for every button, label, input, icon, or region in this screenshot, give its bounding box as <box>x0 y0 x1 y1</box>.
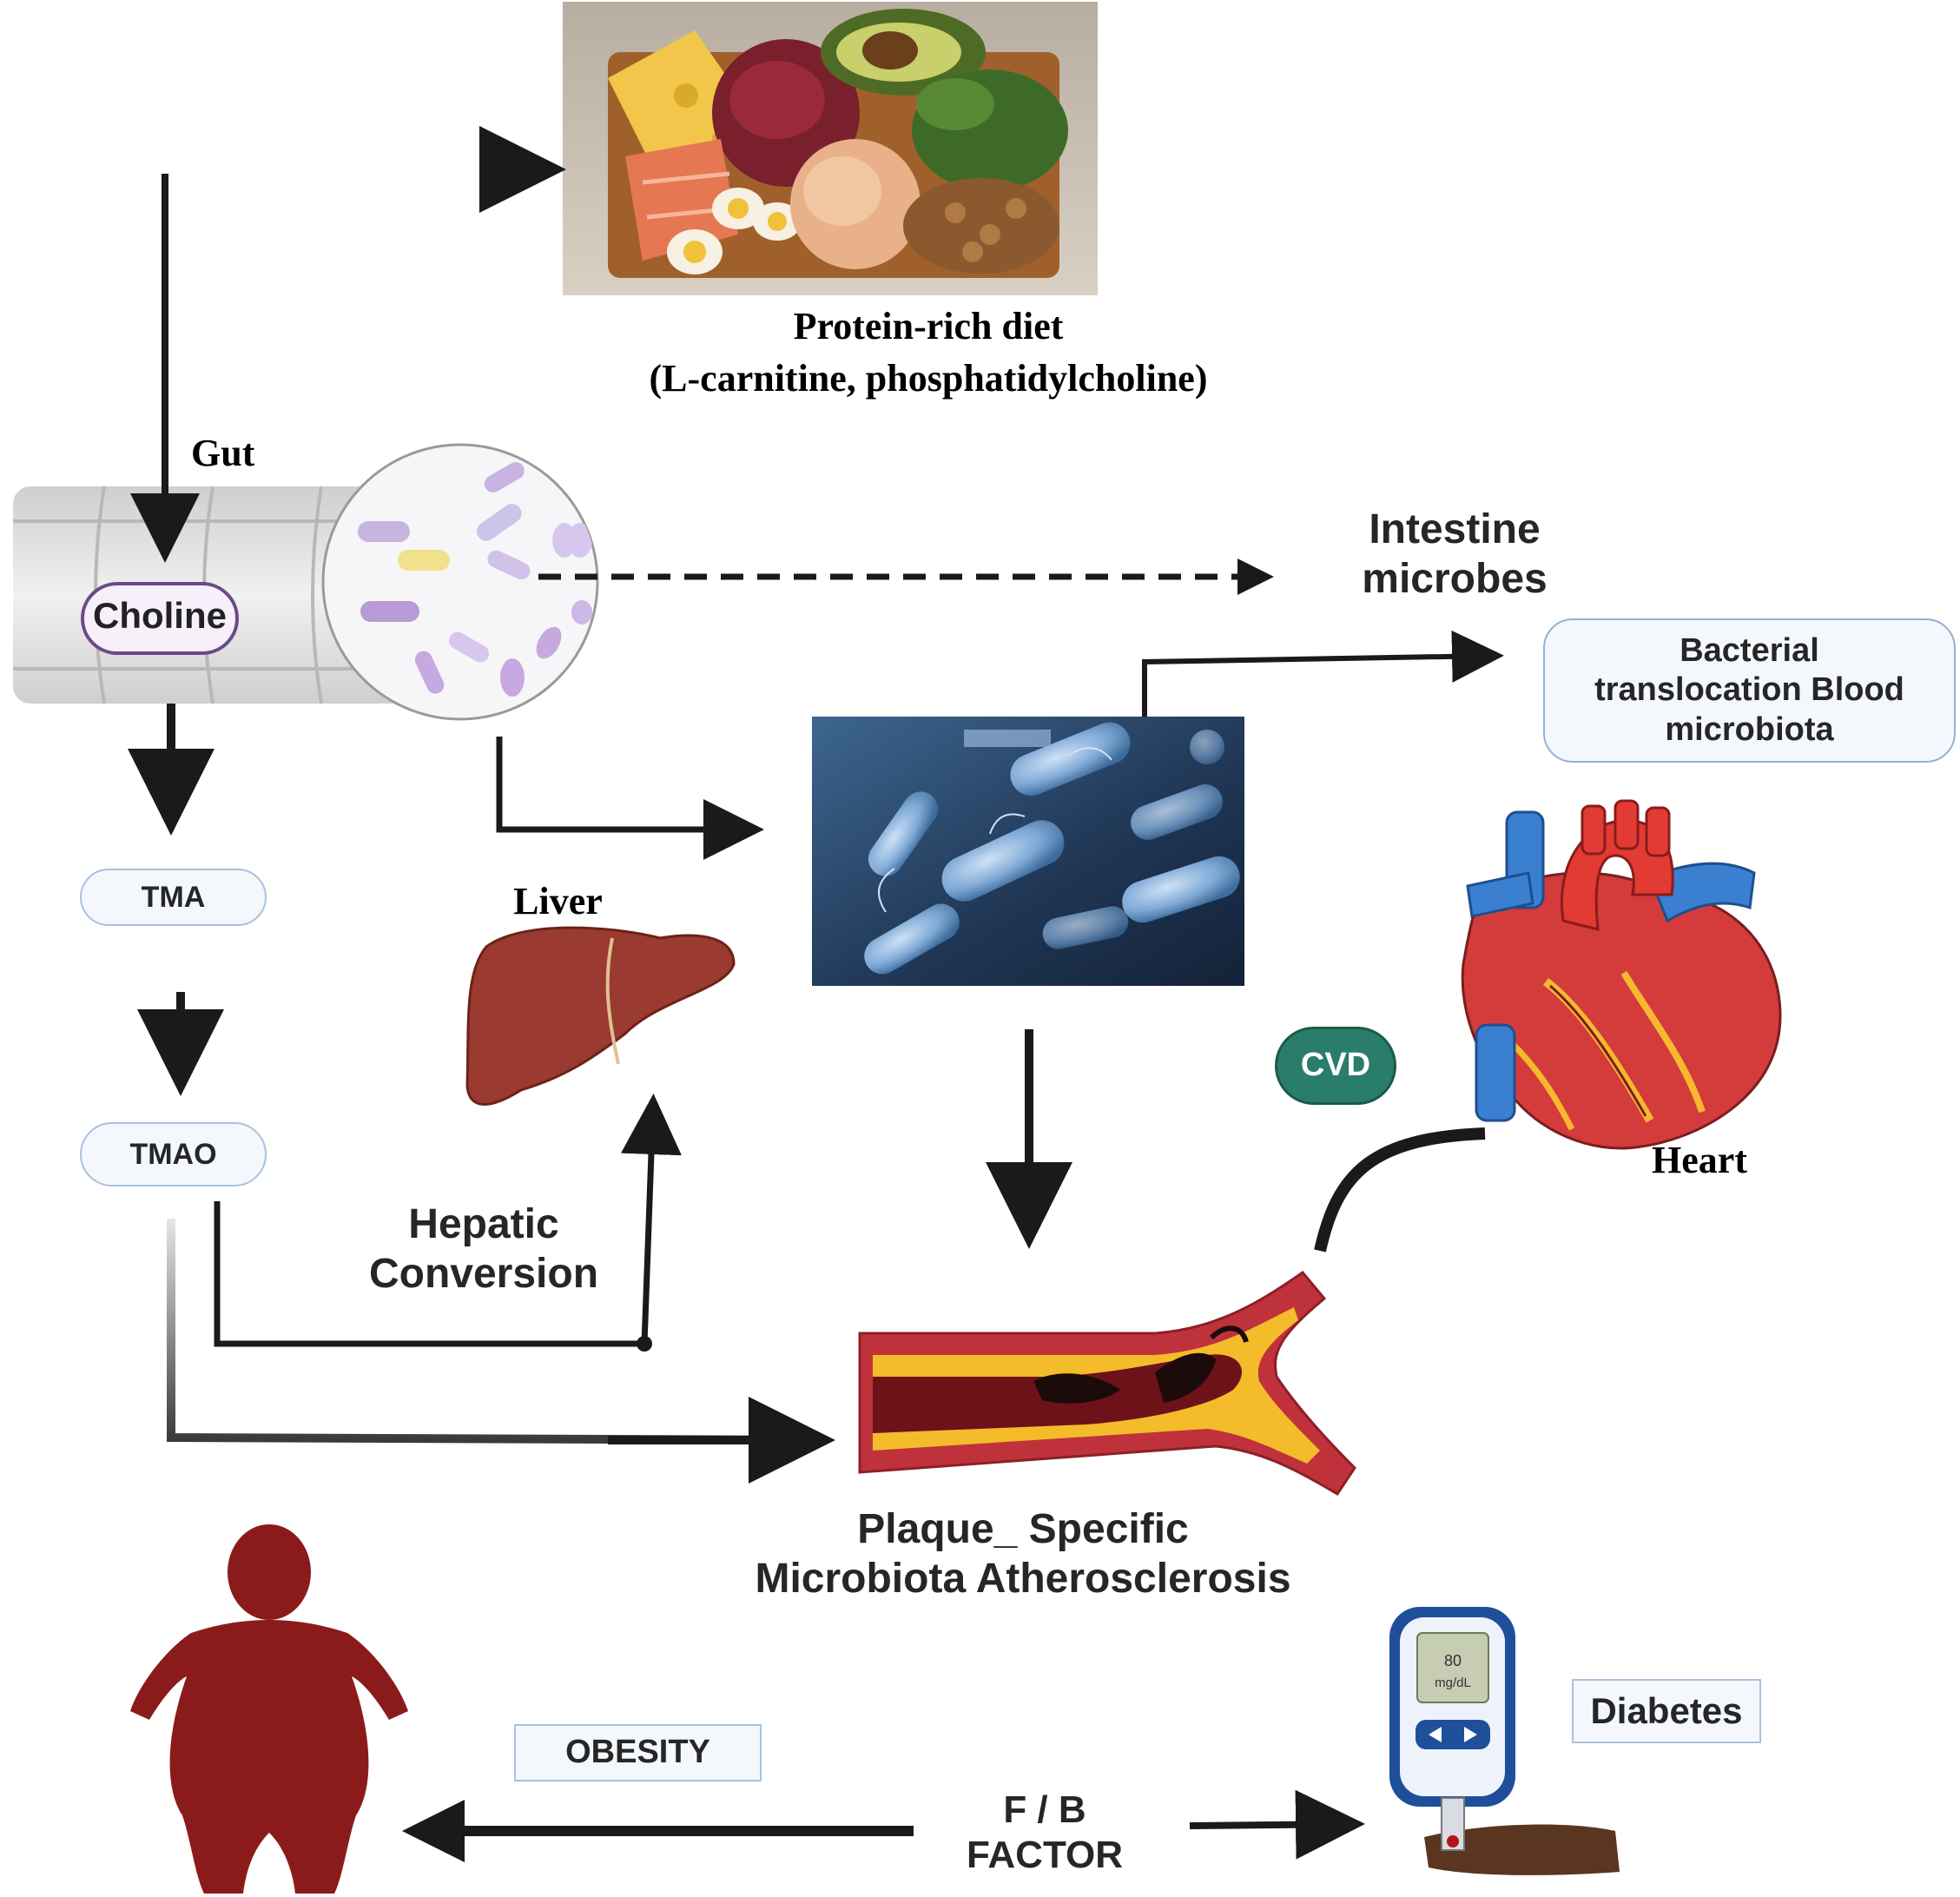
arrow-fb-to-diabetes <box>1189 1789 1365 1860</box>
obesity-box: OBESITY <box>514 1724 762 1781</box>
arrow-tmao-to-liver <box>214 1094 682 1347</box>
choline-pill-shape <box>81 582 239 655</box>
fb-factor-label: F / B FACTOR <box>954 1788 1136 1878</box>
translocation-line2: translocation Blood <box>1594 671 1904 709</box>
meter-reading: 80 <box>1444 1652 1462 1669</box>
artery-plaque-illustration <box>858 1270 1356 1497</box>
bacteria-micrograph <box>812 717 1244 986</box>
tmao-box: TMAO <box>80 1122 267 1186</box>
fb-line2: FACTOR <box>966 1833 1124 1876</box>
intestine-line2: microbes <box>1362 555 1548 602</box>
hepatic-conversion-label: Hepatic Conversion <box>349 1200 618 1299</box>
intestine-microbes-label: Intestine microbes <box>1337 506 1572 604</box>
choline-label: Choline <box>93 595 227 636</box>
plaque-line2: Microbiota Atherosclerosis <box>755 1555 1291 1602</box>
liver-label: Liver <box>513 880 603 922</box>
translocation-box: Bacterial translocation Blood microbiota <box>1543 618 1956 763</box>
gut-illustration <box>13 443 599 721</box>
diabetes-box: Diabetes <box>1572 1679 1761 1743</box>
plaque-label: Plaque_ Specific Microbiota Atherosclero… <box>728 1505 1318 1603</box>
hepatic-line1: Hepatic <box>408 1201 559 1247</box>
plaque-line1: Plaque_ Specific <box>857 1506 1189 1552</box>
diet-subtitle: (L-carnitine, phosphatidylcholine) <box>649 357 1208 400</box>
link-plaque-to-heart <box>1314 1127 1486 1253</box>
intestine-line1: Intestine <box>1369 506 1541 552</box>
hepatic-line2: Conversion <box>368 1250 599 1297</box>
heart-illustration <box>1461 799 1782 1150</box>
liver-illustration <box>465 926 736 1106</box>
protein-food-image <box>563 2 1098 295</box>
gut-label: Gut <box>191 432 255 474</box>
connector-arrows <box>128 126 1504 1862</box>
fb-line1: F / B <box>1003 1788 1086 1831</box>
arrow-gut-to-bacteria <box>496 737 764 860</box>
diet-title: Protein-rich diet <box>793 305 1064 347</box>
tma-box: TMA <box>80 869 267 926</box>
obesity-figure-icon <box>130 1524 408 1894</box>
meter-unit: mg/dL <box>1435 1676 1471 1690</box>
translocation-line3: microbiota <box>1665 711 1834 748</box>
arrow-to-translocation <box>1142 630 1504 717</box>
heart-label: Heart <box>1652 1139 1747 1181</box>
cvd-badge: CVD <box>1275 1027 1396 1105</box>
glucometer-icon: 80 mg/dL <box>1389 1607 1620 1875</box>
translocation-line1: Bacterial <box>1680 631 1819 669</box>
